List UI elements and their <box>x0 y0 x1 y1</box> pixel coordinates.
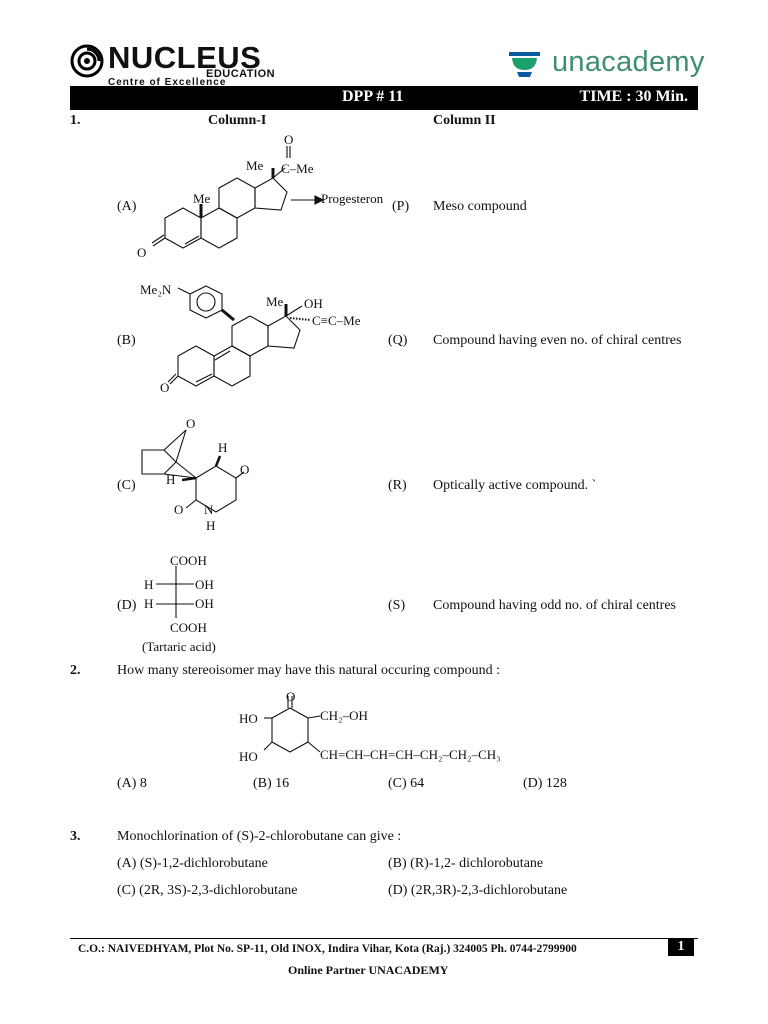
dpp-number: DPP # 11 <box>342 88 404 105</box>
q2-number: 2. <box>70 663 81 678</box>
struct-d-bottom: COOH <box>170 620 207 635</box>
struct-a-me1: Me <box>193 191 211 206</box>
q3-option-a: (A) (S)-1,2-dichlorobutane <box>117 856 268 871</box>
struct-a-arrow-label: Progesteron <box>321 191 384 206</box>
nucleus-tagline: Centre of Excellence <box>108 77 227 88</box>
column-2-title: Column II <box>433 113 496 128</box>
structure-b: Me₂N Me OH C≡C–Me O <box>140 282 361 395</box>
q2-structure: O HO HO CH₂–OH CH=CH–CH=CH–CH₂–CH₂–CH₃ <box>239 689 501 764</box>
struct-d-top: COOH <box>170 553 207 568</box>
struct-d-caption: (Tartaric acid) <box>142 639 216 654</box>
q2-struct-ch2oh: CH₂–OH <box>320 708 368 723</box>
struct-d-r2-oh: OH <box>195 596 214 611</box>
struct-b-nme2: Me₂N <box>140 282 172 297</box>
row-s-text: Compound having odd no. of chiral centre… <box>433 598 677 613</box>
q2-struct-ho1: HO <box>239 711 258 726</box>
row-p-text: Meso compound <box>433 199 527 214</box>
nucleus-brand: NUCLEUS <box>108 40 262 75</box>
struct-a-o-ring: O <box>137 245 146 260</box>
row-s-code: (S) <box>388 598 406 613</box>
row-q-text: Compound having even no. of chiral centr… <box>433 333 682 348</box>
structure-a-progesterone: O Me Me O C–Me Progesteron <box>137 132 384 260</box>
row-c-label: (C) <box>117 478 136 493</box>
q3-option-d: (D) (2R,3R)-2,3-dichlorobutane <box>388 883 568 898</box>
time-limit: TIME : 30 Min. <box>579 88 688 105</box>
struct-b-alkyne: C≡C–Me <box>312 313 361 328</box>
row-a-label: (A) <box>117 199 137 214</box>
page-number: 1 <box>668 938 694 956</box>
nucleus-swirl-icon <box>70 44 104 78</box>
footer-partner: Online Partner UNACADEMY <box>288 963 449 977</box>
q2-option-c: (C) 64 <box>388 776 425 791</box>
struct-b-me: Me <box>266 294 284 309</box>
q3-option-b: (B) (R)-1,2- dichlorobutane <box>388 856 544 871</box>
unacademy-logo-icon <box>509 52 540 77</box>
struct-c-h1: H <box>218 440 227 455</box>
title-bar: DPP # 11 TIME : 30 Min. <box>70 86 698 110</box>
q2-option-a: (A) 8 <box>117 776 147 791</box>
row-r-text: Optically active compound. ` <box>433 478 597 493</box>
q2-option-b: (B) 16 <box>253 776 290 791</box>
structure-c: O H H O O N H <box>141 416 249 533</box>
struct-d-r2-h: H <box>144 596 153 611</box>
nucleus-logo: NUCLEUS EDUCATION Centre of Excellence <box>70 40 275 88</box>
q3-question: Monochlorination of (S)-2-chlorobutane c… <box>117 829 402 844</box>
row-p-code: (P) <box>392 199 410 214</box>
q2-option-d: (D) 128 <box>523 776 567 791</box>
q2-struct-chain: CH=CH–CH=CH–CH₂–CH₂–CH₃ <box>320 747 501 762</box>
row-d-label: (D) <box>117 598 137 613</box>
q2-question: How many stereoisomer may have this natu… <box>117 663 500 678</box>
row-b-label: (B) <box>117 333 136 348</box>
q2-struct-ho2: HO <box>239 749 258 764</box>
struct-d-r1-h: H <box>144 577 153 592</box>
struct-a-ketone: C–Me <box>281 161 314 176</box>
structure-d-tartaric-acid: COOH H OH H OH COOH (Tartaric acid) <box>142 553 216 654</box>
q2-struct-o: O <box>286 689 295 704</box>
unacademy-logo: unacademy <box>508 46 708 86</box>
nucleus-sub: EDUCATION <box>206 68 276 80</box>
q3-option-c: (C) (2R, 3S)-2,3-dichlorobutane <box>117 883 298 898</box>
row-r-code: (R) <box>388 478 407 493</box>
struct-b-oh: OH <box>304 296 323 311</box>
struct-a-me2: Me <box>246 158 264 173</box>
unacademy-brand: unacademy <box>552 46 705 78</box>
row-q-code: (Q) <box>388 333 408 348</box>
column-1-title: Column-I <box>208 113 267 128</box>
struct-c-o1: O <box>240 462 249 477</box>
q3-number: 3. <box>70 829 81 844</box>
struct-c-n: N <box>204 502 214 517</box>
footer-divider <box>70 938 698 939</box>
struct-c-h2: H <box>166 472 175 487</box>
struct-c-o-bridge: O <box>186 416 195 431</box>
struct-c-nh: H <box>206 518 215 533</box>
struct-b-o: O <box>160 380 169 395</box>
struct-c-o2: O <box>174 502 183 517</box>
q1-number: 1. <box>70 113 81 128</box>
struct-d-r1-oh: OH <box>195 577 214 592</box>
struct-a-o-top: O <box>284 132 293 147</box>
footer-address: C.O.: NAIVEDHYAM, Plot No. SP-11, Old IN… <box>78 943 577 955</box>
